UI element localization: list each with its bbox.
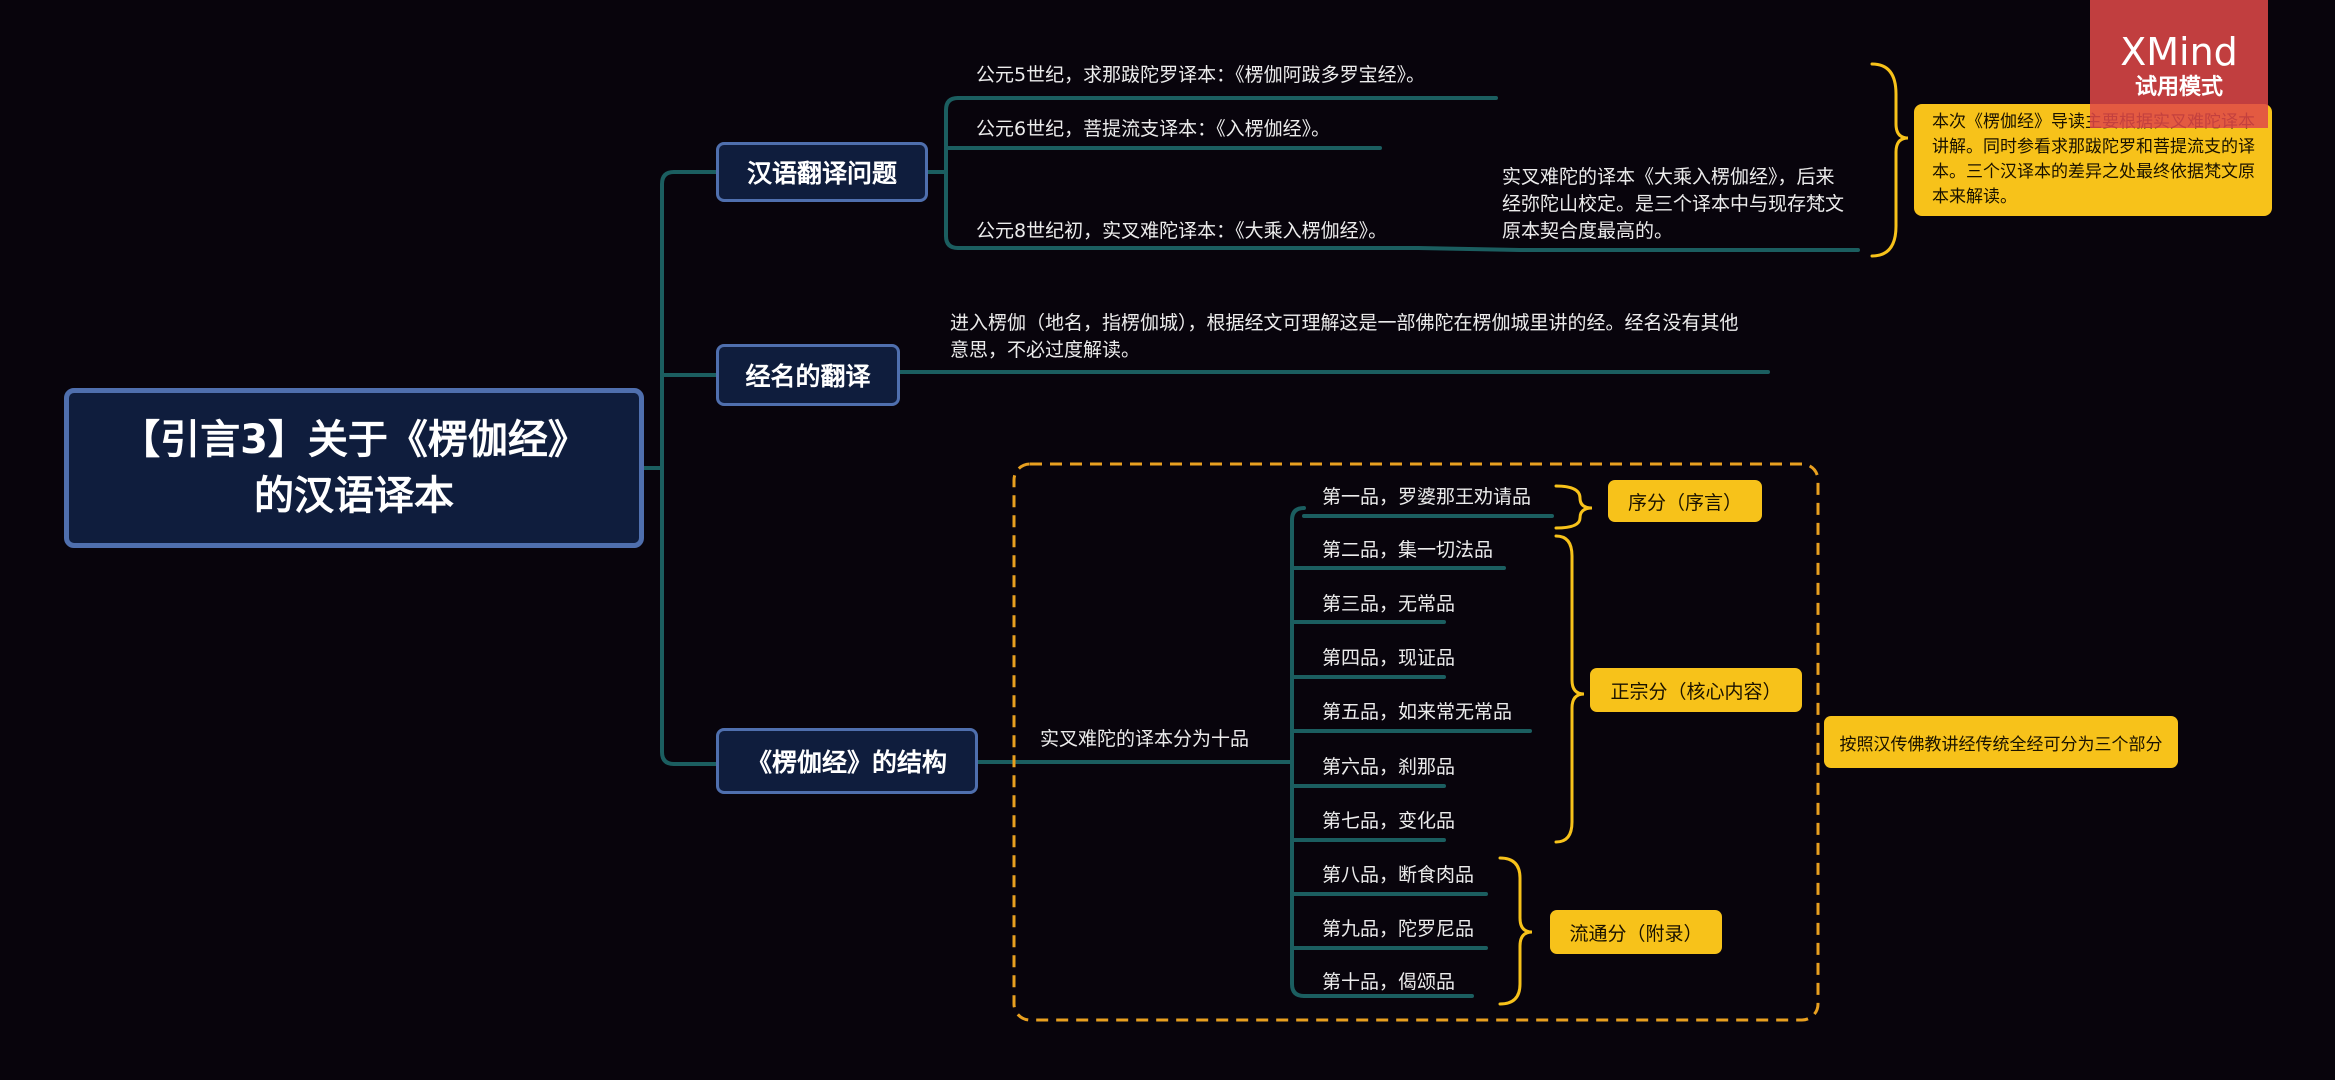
translation-item-1[interactable]: 公元5世纪，求那跋陀罗译本：《楞伽阿跋多罗宝经》。	[976, 64, 1426, 86]
bracket-preface	[1554, 484, 1593, 530]
chapter-3[interactable]: 第三品，无常品	[1322, 593, 1456, 615]
translation-note[interactable]: 实叉难陀的译本《大乘入楞伽经》，后来经弥陀山校定。是三个译本中与现存梵文原本契合…	[1502, 166, 1845, 242]
watermark-title: XMind	[2120, 30, 2238, 74]
chapter-5[interactable]: 第五品，如来常无常品	[1322, 701, 1513, 723]
connector-b1-fan	[944, 96, 960, 250]
dashed-boundary	[1012, 462, 1820, 1022]
group-appendix[interactable]: 流通分（附录）	[1550, 910, 1722, 954]
chapter-8[interactable]: 第八品，断食肉品	[1322, 864, 1475, 886]
xmind-watermark: XMind 试用模式	[2090, 0, 2268, 128]
branch-structure[interactable]: 《楞伽经》的结构	[716, 728, 978, 794]
watermark-subtitle: 试用模式	[2134, 75, 2223, 100]
chapter-9[interactable]: 第九品，陀罗尼品	[1322, 918, 1475, 940]
title-translation-text[interactable]: 进入楞伽（地名，指楞伽城），根据经文可理解这是一部佛陀在楞伽城里讲的经。经名没有…	[950, 312, 1739, 361]
branch-title-translation[interactable]: 经名的翻译	[716, 344, 900, 406]
branch-translation[interactable]: 汉语翻译问题	[716, 142, 928, 202]
group-preface[interactable]: 序分（序言）	[1608, 480, 1762, 522]
root-title-line1: 【引言3】关于《楞伽经》	[120, 417, 588, 463]
group-core[interactable]: 正宗分（核心内容）	[1590, 668, 1802, 712]
bracket-core	[1554, 534, 1585, 844]
bracket-appendix	[1498, 856, 1533, 1006]
chapter-2[interactable]: 第二品，集一切法品	[1322, 539, 1494, 561]
root-title-line2: 的汉语译本	[254, 473, 454, 519]
structure-callout[interactable]: 按照汉传佛教讲经传统全经可分为三个部分	[1824, 716, 2178, 768]
chapter-4[interactable]: 第四品，现证品	[1322, 647, 1456, 669]
structure-subtitle[interactable]: 实叉难陀的译本分为十品	[1040, 728, 1250, 750]
chapter-7[interactable]: 第七品，变化品	[1322, 810, 1456, 832]
chapter-10[interactable]: 第十品，偈颂品	[1322, 971, 1456, 993]
chapter-1[interactable]: 第一品，罗婆那王劝请品	[1322, 486, 1532, 508]
translation-item-2[interactable]: 公元6世纪，菩提流支译本：《入楞伽经》。	[976, 118, 1331, 140]
translation-item-3[interactable]: 公元8世纪初，实叉难陀译本：《大乘入楞伽经》。	[976, 220, 1388, 242]
connector-trunk	[660, 170, 676, 766]
connector-b1-note	[1416, 246, 1860, 252]
connector-b3-fan	[1290, 506, 1306, 998]
root-topic[interactable]: 【引言3】关于《楞伽经》 的汉语译本	[64, 388, 644, 548]
bracket-translation	[1870, 62, 1909, 258]
chapter-6[interactable]: 第六品，刹那品	[1322, 756, 1456, 778]
